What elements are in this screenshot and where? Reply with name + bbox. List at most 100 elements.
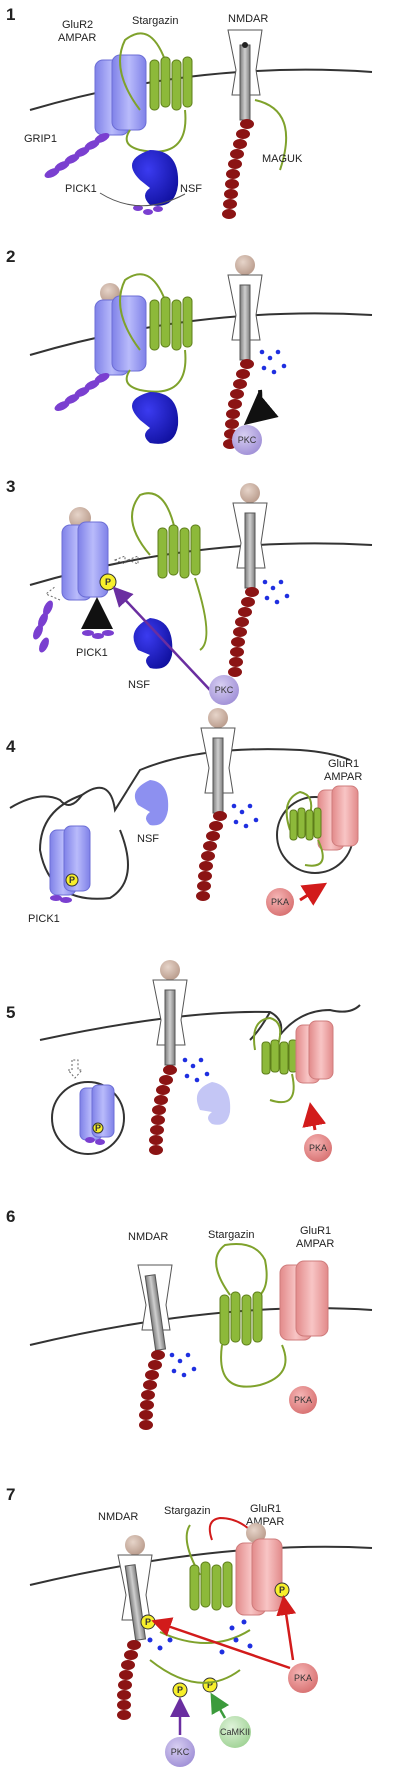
phospho-site [92, 1122, 104, 1134]
glur2-label-1: GluR2 [62, 19, 93, 31]
pkc-bubble [209, 675, 239, 705]
pka-bubble [304, 1134, 332, 1162]
pka-label: PKA [294, 1673, 312, 1683]
nsf [196, 1082, 231, 1125]
maguk [117, 1640, 141, 1720]
phospho-label: P [69, 875, 75, 885]
stargazin [253, 1016, 298, 1104]
phospho-sites: P P P P [140, 1582, 290, 1698]
panel-7: 7 NMDAR Stargazin GluR1 AMPAR [6, 1485, 373, 1767]
dashed-arrow [113, 555, 139, 565]
nmdar [227, 255, 263, 361]
phospho-site [99, 573, 117, 591]
glur1-ampar [235, 1523, 283, 1616]
nsf-label: NSF [180, 183, 202, 195]
glur1-ampar [279, 1260, 329, 1341]
dashed-arrow-left [45, 585, 61, 601]
membrane [29, 312, 373, 356]
maguk [149, 1065, 177, 1155]
camkii-arrow [210, 1692, 230, 1719]
pick1-label: PICK1 [28, 913, 60, 925]
panel-3: 3 P [6, 477, 373, 705]
nsf [132, 150, 179, 206]
nmdar [137, 1264, 173, 1351]
grip1 [44, 133, 110, 178]
pick1 [50, 895, 72, 903]
pick1-label: PICK1 [65, 183, 97, 195]
phospho-label-2: P [177, 1685, 183, 1695]
stargazin [119, 273, 193, 393]
maguk-label: MAGUK [262, 153, 303, 165]
grip1-label: GRIP1 [24, 133, 57, 145]
nsf [134, 780, 169, 826]
panel-2: 2 [6, 247, 373, 455]
calcium-dots [169, 1352, 197, 1378]
camkii-bubble [219, 1716, 251, 1748]
stargazin [159, 1516, 256, 1644]
vesicle [51, 1081, 125, 1155]
stargazin [131, 492, 208, 651]
phospho-label-1: P [145, 1617, 151, 1627]
glur1-label-1: GluR1 [300, 1225, 331, 1237]
panel-1: 1 GluR2 AMPAR Stargazin NMDAR [6, 5, 373, 219]
stargazin-label: Stargazin [208, 1229, 254, 1241]
glur1-ampar [295, 1020, 334, 1084]
glur1-ampar [317, 785, 359, 851]
calcium-dots [147, 1619, 253, 1655]
membrane [9, 748, 351, 813]
calcium-dots [262, 579, 290, 605]
glur1-label-1: GluR1 [250, 1503, 281, 1515]
black-arrow [243, 389, 279, 426]
nmdar [227, 29, 263, 121]
camkii-label: CaMKII [220, 1727, 250, 1737]
membrane [29, 1545, 373, 1586]
membrane [39, 1004, 361, 1041]
pka-bubble [289, 1386, 317, 1414]
panel-number: 1 [6, 5, 15, 24]
panel-6: 6 NMDAR Stargazin GluR1 AMPAR [6, 1207, 373, 1430]
pick1 [82, 630, 114, 639]
panel-number: 7 [6, 1485, 15, 1504]
glur2-ampar [61, 507, 109, 601]
panel-4: 4 P PICK1 NSF [6, 708, 362, 925]
nmdar [152, 960, 188, 1066]
panel-number: 3 [6, 477, 15, 496]
panel-number: 4 [6, 737, 16, 756]
pick1-label: PICK1 [76, 647, 108, 659]
pkc-arrow [112, 586, 211, 691]
nmdar [200, 708, 236, 814]
pka-bubble [266, 888, 294, 916]
phospho-label: P [95, 1123, 101, 1133]
pka-arrow [299, 882, 328, 906]
calcium-dots [231, 803, 259, 829]
maguk [139, 1350, 165, 1430]
phospho-site [65, 873, 79, 887]
dashed-arrow [66, 1059, 84, 1079]
pka-arrow-1 [151, 1617, 291, 1670]
pka-arrow [302, 1102, 327, 1131]
glur1-label-2: AMPAR [324, 771, 362, 783]
pka-label: PKA [309, 1143, 327, 1153]
nmdar-label: NMDAR [228, 13, 268, 25]
nsf [132, 392, 179, 444]
pkc-label: PKC [215, 685, 234, 695]
panel-number: 6 [6, 1207, 15, 1226]
panel-5: 5 P [6, 960, 361, 1162]
phospho-label-3: P [207, 1680, 213, 1690]
nsf [133, 618, 173, 669]
stargazin-label: Stargazin [132, 15, 178, 27]
nmdar-label: NMDAR [98, 1511, 138, 1523]
pick1 [133, 205, 163, 215]
calcium-dots [182, 1057, 210, 1083]
stargazin [119, 32, 193, 153]
pka-label: PKA [294, 1395, 312, 1405]
nsf-label: NSF [128, 679, 150, 691]
glur1-label-2: AMPAR [296, 1238, 334, 1250]
panel-number: 5 [6, 1003, 15, 1022]
phospho-label-4: P [279, 1585, 285, 1595]
pka-label: PKA [271, 897, 289, 907]
membrane [29, 68, 373, 111]
membrane [29, 1307, 373, 1346]
